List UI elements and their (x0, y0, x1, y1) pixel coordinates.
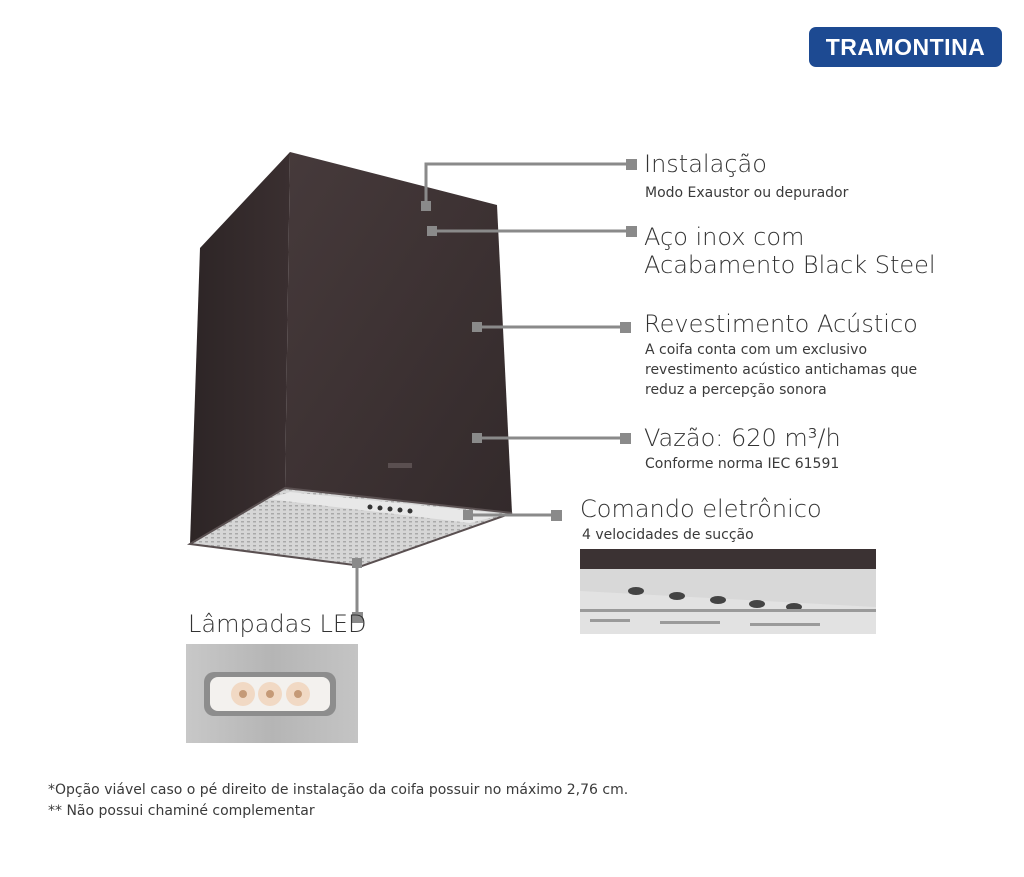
feature-instalacao-desc: Modo Exaustor ou depurador (645, 185, 849, 201)
brand-logo: TRAMONTINA (809, 27, 1002, 67)
callout-lines (355, 162, 630, 617)
feature-comando-title: Comando eletrônico (580, 495, 822, 523)
feature-lampadas-title: Lâmpadas LED (188, 610, 367, 638)
feature-revestimento-title: Revestimento Acústico (644, 310, 918, 338)
footnote-1: *Opção viável caso o pé direito de insta… (48, 782, 629, 798)
feature-aco-title-line1: Aço inox com (644, 223, 805, 251)
hood-control-buttons (367, 504, 413, 514)
feature-revestimento-desc-2: revestimento acústico antichamas que (645, 362, 918, 378)
feature-comando-desc: 4 velocidades de sucção (582, 527, 754, 543)
feature-vazao-title: Vazão: 620 m³/h (644, 424, 841, 452)
hood-badge (388, 463, 412, 468)
callout-markers (352, 159, 637, 623)
hood-front-panel (285, 152, 512, 513)
feature-instalacao-title: Instalação (644, 150, 767, 178)
control-panel-photo (580, 549, 876, 634)
feature-aco-title-line2: Acabamento Black Steel (644, 251, 936, 279)
feature-revestimento-desc-3: reduz a percepção sonora (645, 382, 827, 398)
feature-revestimento-desc-1: A coifa conta com um exclusivo (645, 342, 868, 358)
hood-side-panel (190, 152, 290, 544)
led-lamps-photo (186, 644, 358, 743)
feature-vazao-desc: Conforme norma IEC 61591 (645, 456, 840, 472)
led-bulbs (231, 682, 310, 706)
footnote-2: ** Não possui chaminé complementar (48, 803, 315, 819)
